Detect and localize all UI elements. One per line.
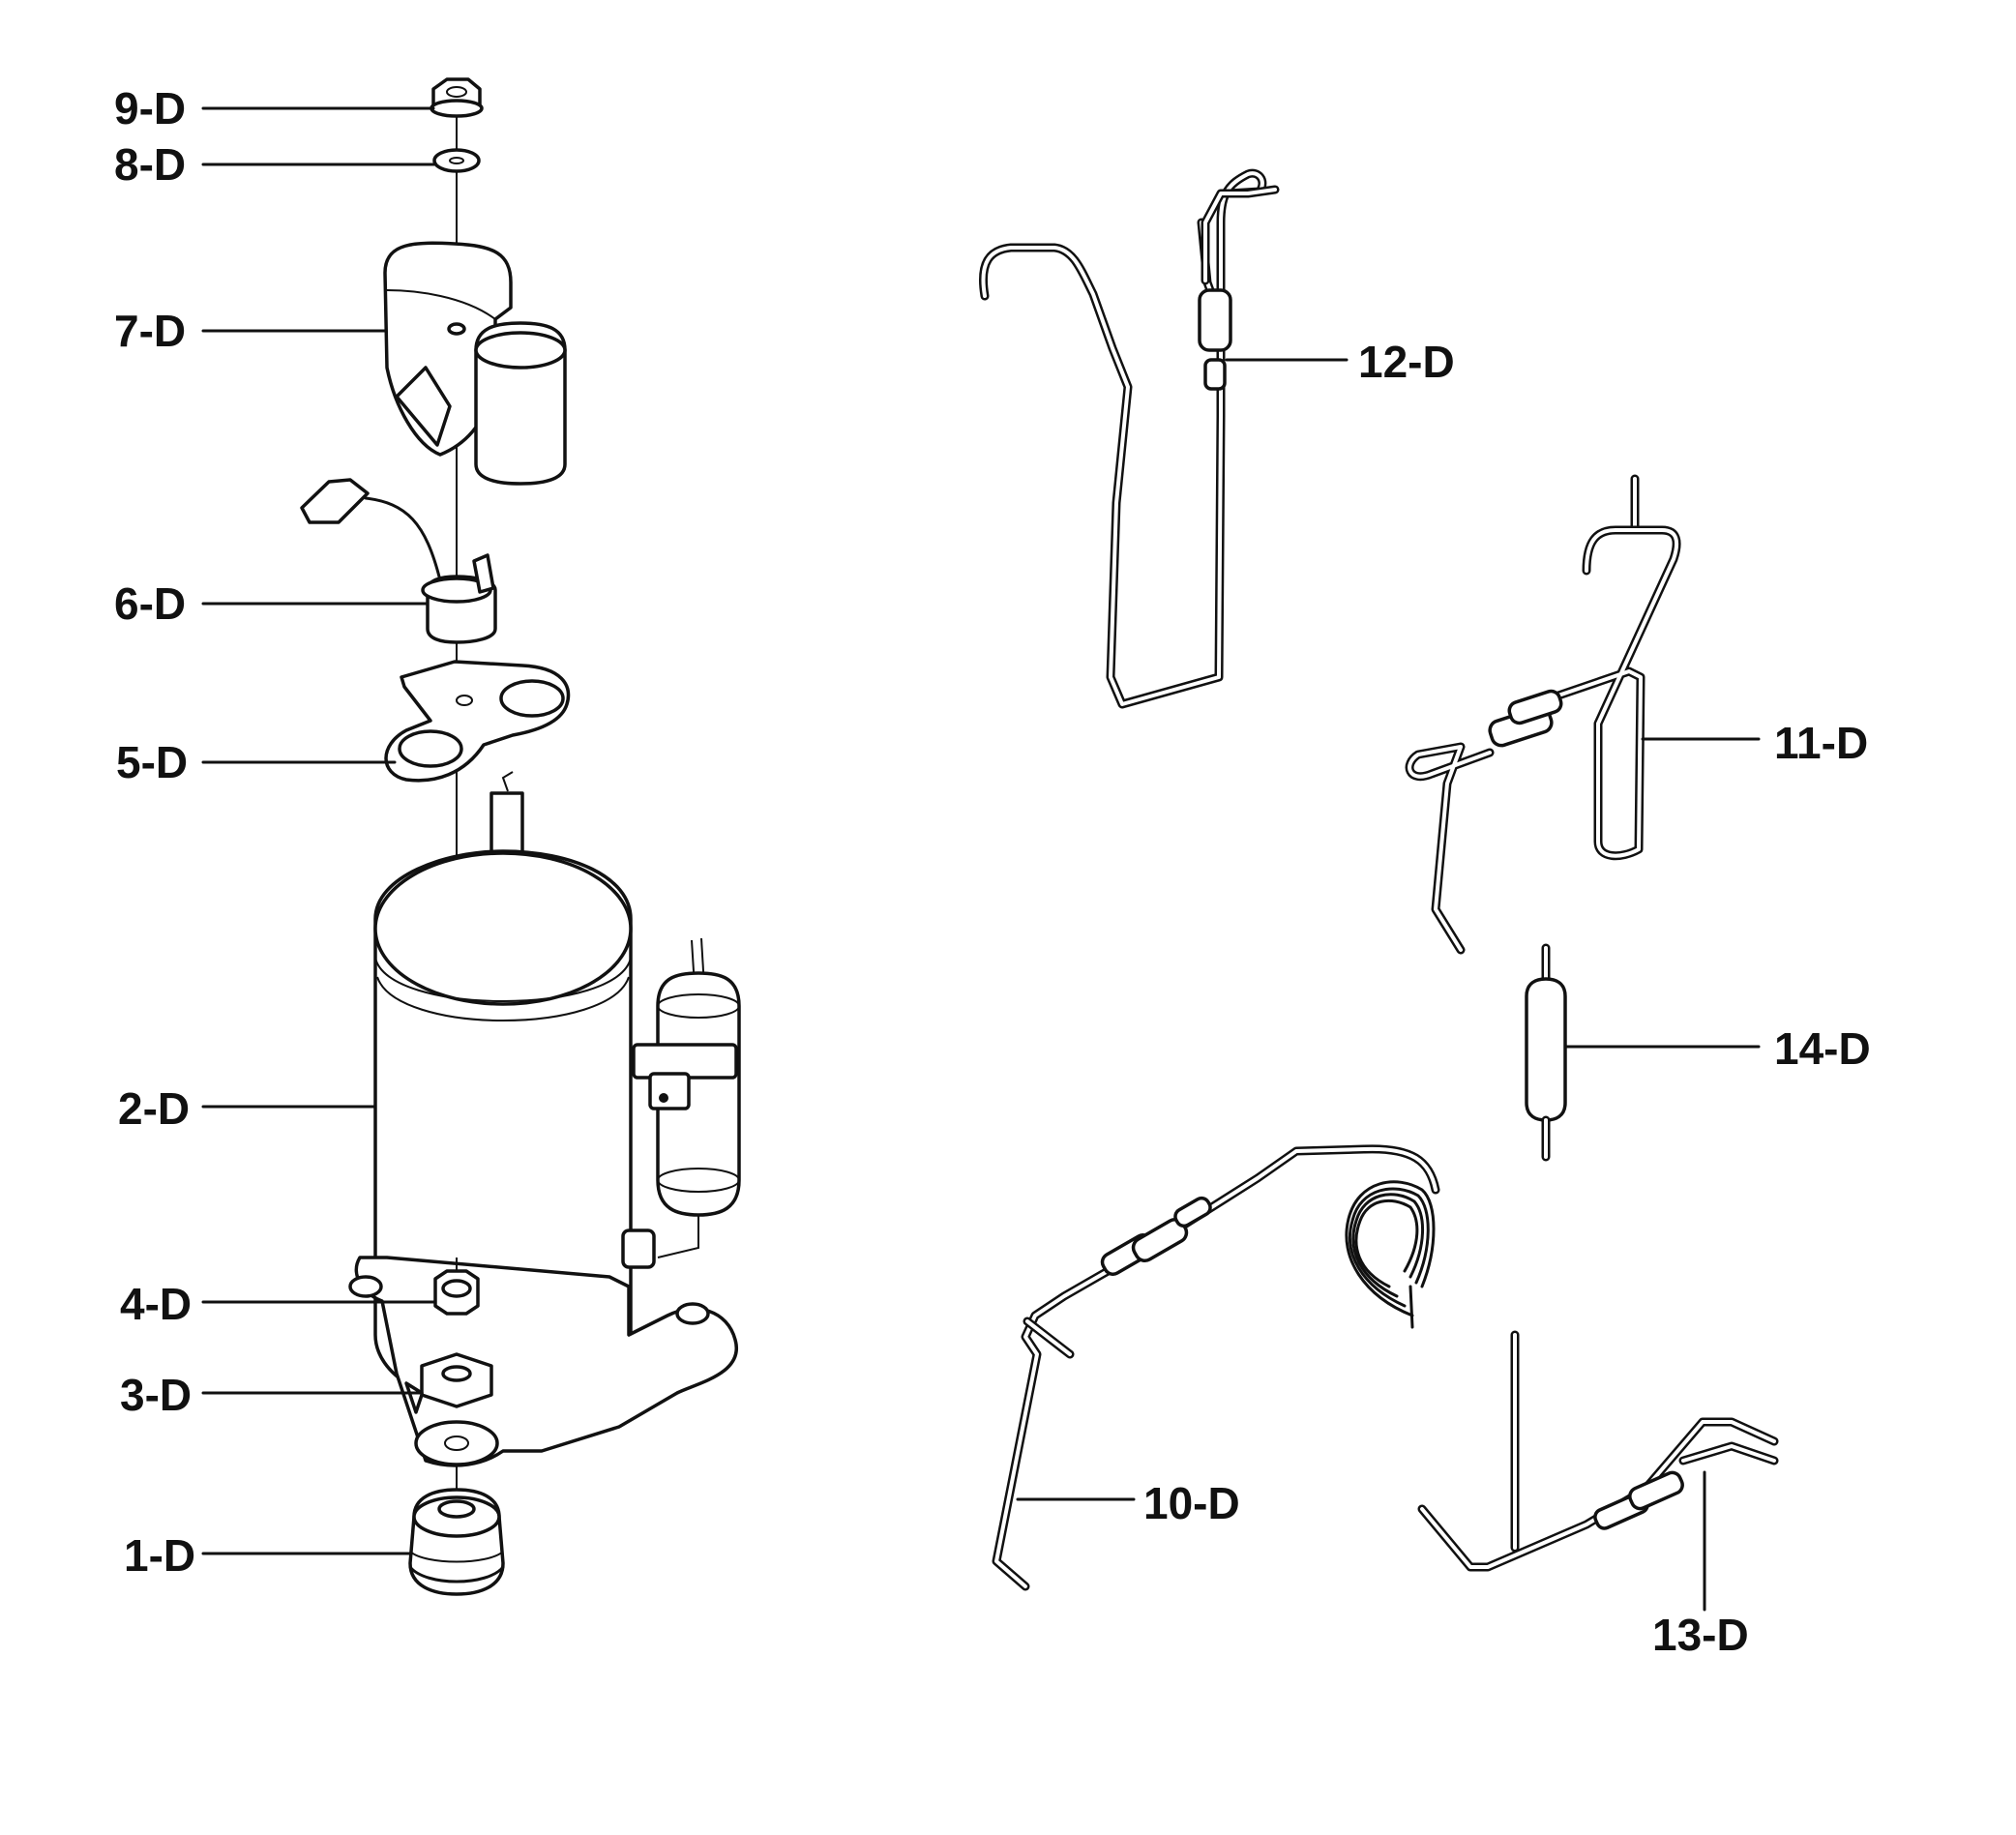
part-2-compressor [348, 771, 741, 1467]
part-10-capillary-tube [992, 1144, 1440, 1591]
callout-13: 13-D [1652, 1610, 1749, 1660]
part-13-tube-assembly [1417, 1330, 1779, 1572]
part-1-grommet [408, 1488, 505, 1596]
callout-8: 8-D [114, 139, 186, 190]
part-9-nut [430, 77, 484, 118]
part-6-terminal-block [300, 478, 497, 644]
callout-11: 11-D [1774, 718, 1868, 768]
callout-6: 6-D [114, 578, 186, 629]
callout-10: 10-D [1143, 1478, 1240, 1528]
callout-2: 2-D [118, 1083, 190, 1134]
part-3-sleeve [404, 1352, 499, 1466]
part-7-terminal-cover [383, 241, 567, 486]
callout-14: 14-D [1774, 1023, 1871, 1074]
callout-12: 12-D [1358, 337, 1455, 387]
callout-9: 9-D [114, 83, 186, 133]
part-5-gasket [384, 660, 571, 783]
callout-4: 4-D [120, 1279, 192, 1329]
callout-1: 1-D [124, 1530, 195, 1581]
callout-3: 3-D [120, 1370, 192, 1420]
callout-7: 7-D [114, 306, 186, 356]
part-12-tube-assembly [979, 168, 1280, 709]
leader-lines [201, 106, 1761, 1612]
part-11-tube-assembly [1405, 474, 1681, 955]
part-4-nut [433, 1258, 480, 1316]
part-8-washer [432, 148, 481, 173]
callout-labels: 9-D 8-D 7-D 6-D 5-D 2-D 4-D 3-D 1-D 12-D… [114, 83, 1871, 1660]
part-14-strainer [1525, 943, 1567, 1162]
callout-5: 5-D [116, 737, 188, 787]
